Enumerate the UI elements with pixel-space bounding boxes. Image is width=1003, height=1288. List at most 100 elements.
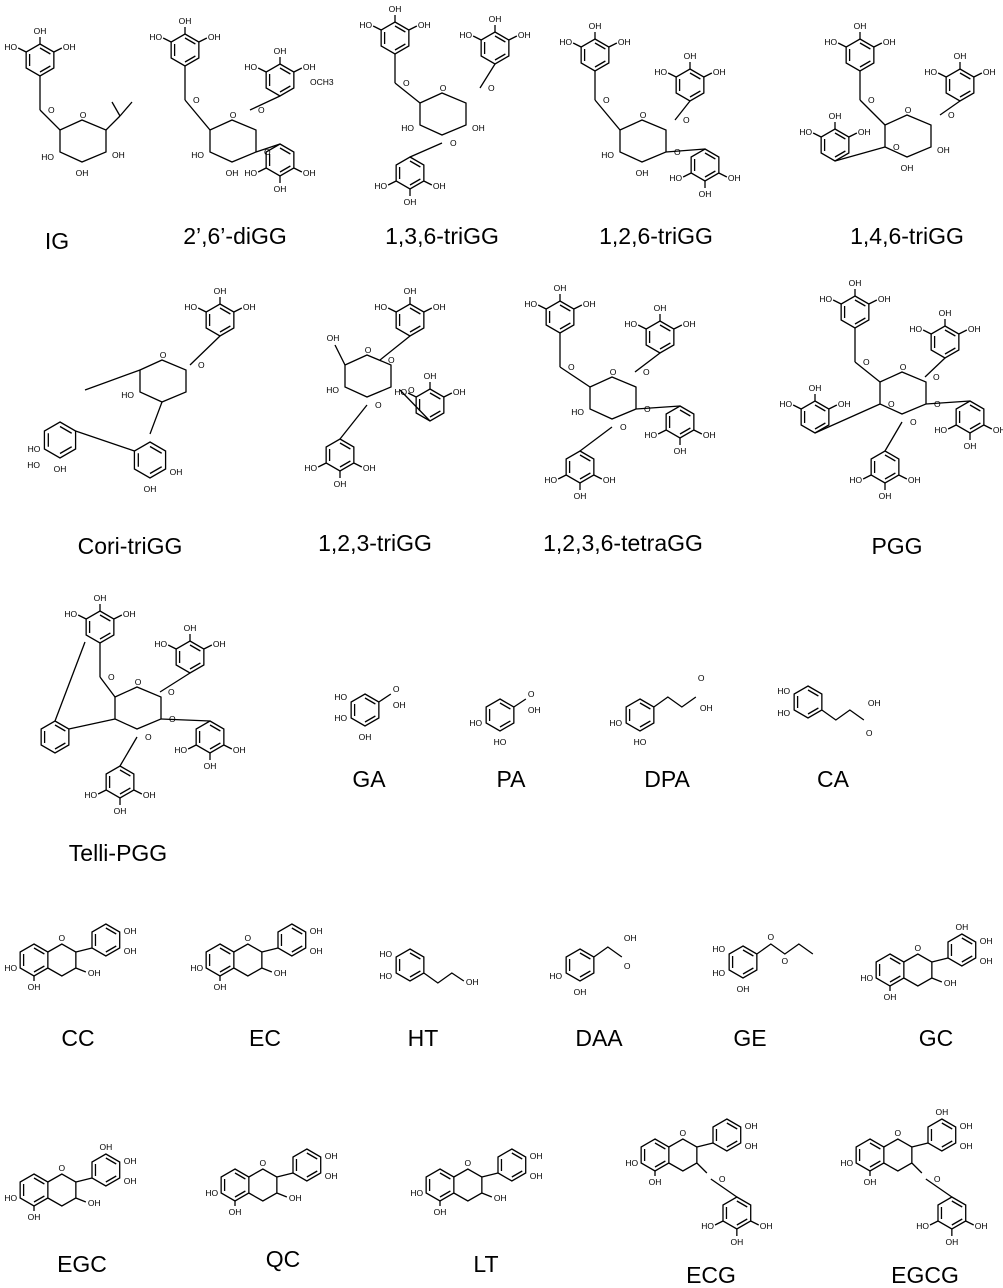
bond [189,335,221,366]
atom-label: OCH3 [310,77,334,87]
ring [195,720,225,754]
ring [380,21,410,55]
atom-label: HO [609,718,622,728]
bond [884,421,903,452]
bond [479,63,496,89]
atom-label: HO [334,713,347,723]
ring [43,421,77,459]
c-ring [248,1168,278,1202]
bond [219,947,231,955]
bond [387,307,397,313]
bond [59,446,73,455]
atom-label: O [80,110,87,120]
ring [625,698,655,732]
bond [579,454,591,462]
bond [911,1142,929,1148]
atom-label: HO [559,37,572,47]
atom-label: OH [868,698,881,708]
bond [848,132,858,138]
atom-label: OH [939,308,952,318]
atom-label: HO [174,745,187,755]
sugar-ring [619,119,667,163]
atom-label: HO [777,708,790,718]
bond [39,47,51,55]
bond [958,329,968,335]
atom-label: HO [154,639,167,649]
bond [160,718,211,722]
ring [945,68,975,102]
bond [693,429,703,435]
atom-label: OH [713,67,726,77]
bond [922,329,932,335]
atom-label: HO [28,444,41,454]
bond [511,1152,523,1160]
bond [279,67,291,75]
atom-label: HO [121,390,134,400]
atom-label: O [375,400,382,410]
bond [703,72,713,78]
bond [75,1177,93,1183]
bond [149,466,163,475]
ring [170,33,200,67]
bond [951,1200,963,1208]
atom-label: O [48,105,55,115]
atom-label: OH [964,441,977,451]
atom-label: OH [434,1207,447,1217]
atom-label: OH [879,491,892,501]
bond [673,324,683,330]
atom-label: HO [601,150,614,160]
bond [557,474,567,480]
atom-label: OH [864,1177,877,1187]
atom-label: OH [123,609,136,619]
bond [941,1140,953,1148]
atom-label: HO [777,686,790,696]
atom-label: OH [208,32,221,42]
atom-label: OH [530,1151,543,1161]
compound-label-dpa: DPA [644,766,690,792]
chain [423,972,465,984]
ring [665,405,695,439]
atom-label: OH [310,926,323,936]
bond [594,60,606,68]
bond [736,1200,748,1208]
bond [635,405,681,410]
bond [959,90,971,98]
bond [689,72,701,80]
atom-label: OH [983,67,996,77]
atom-label: OH [404,197,417,207]
atom-label: HO [27,460,40,470]
bond [931,977,943,983]
atom-label: HO [625,1158,638,1168]
atom-label: OH [528,705,541,715]
bond [409,325,421,333]
compound-label-cori-trigg: Cori-triGG [77,533,183,559]
atom-label: OH [809,383,822,393]
bond [472,35,482,41]
compound-label-146-trigg: 1,4,6-triGG [850,223,964,249]
bond [704,170,716,178]
atom-label: OH [88,968,101,978]
atom-label: O [393,684,400,694]
atom-label: OH [494,1193,507,1203]
atom-label: O [264,147,271,157]
atom-label: HO [190,963,203,973]
bond [951,1218,963,1226]
compound-label-cc: CC [61,1025,95,1051]
bond [726,1122,738,1130]
atom-label: OH [901,163,914,173]
bond [750,1220,760,1226]
ring [133,441,167,479]
atom-label: OH [960,1121,973,1131]
bond [261,947,279,953]
bond [339,460,351,468]
atom-label: OH [99,1142,112,1152]
atom-label: OH [960,1141,973,1151]
atom-label: HO [849,475,862,485]
atom-label: O [768,932,775,942]
atom-label: O [59,933,66,943]
atom-label: OH [124,1156,137,1166]
atom-label: O [915,943,922,953]
atom-label: HO [524,299,537,309]
